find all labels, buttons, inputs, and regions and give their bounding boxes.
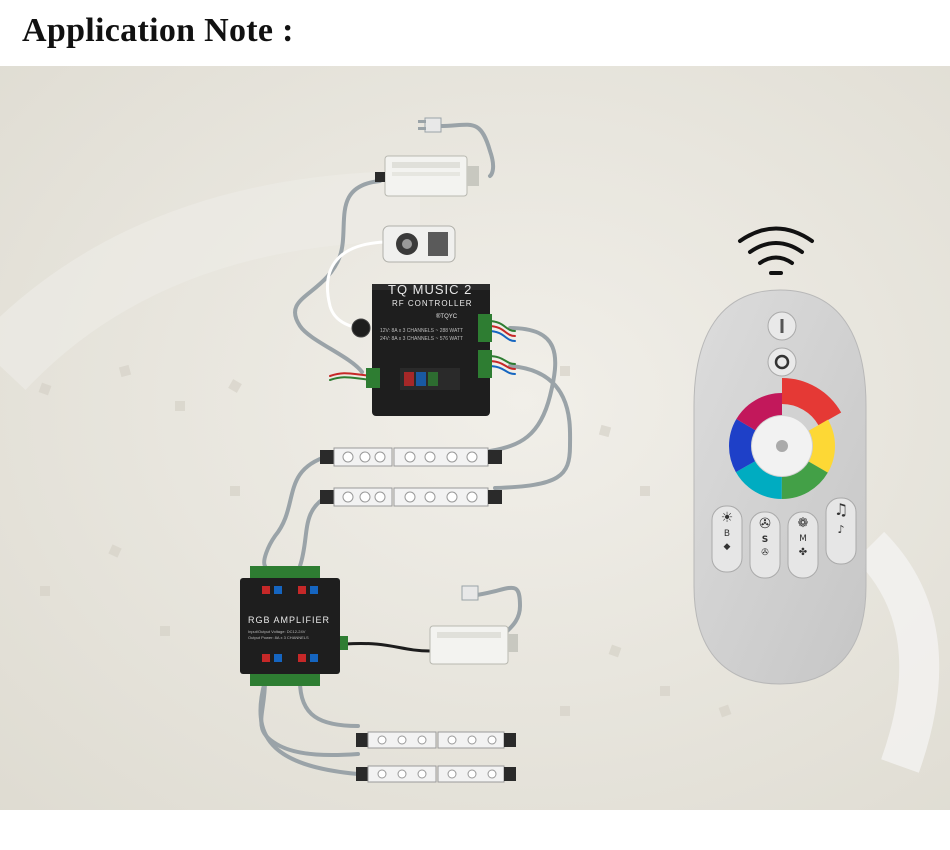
power-plug-top <box>418 117 442 133</box>
music-volume-icon: ♪ <box>837 523 845 536</box>
remote-button-label: S <box>761 535 769 545</box>
controller-spec-1: 12V: 8A x 3 CHANNELS ~ 288 WATT <box>380 328 464 334</box>
remote-button-label: B <box>723 529 731 539</box>
remote-button-mode[interactable]: ❁ M ✤ <box>788 512 818 578</box>
led-strip-upper-1 <box>320 447 502 467</box>
music-sensor <box>382 225 456 263</box>
decor-squares <box>38 364 732 718</box>
page-title: Application Note : <box>22 12 294 49</box>
cables <box>258 122 573 776</box>
diamond-icon: ◆ <box>723 542 731 552</box>
amplifier-name: RGB AMPLIFIER <box>248 615 331 625</box>
controller-subtitle: RF CONTROLLER <box>392 299 473 308</box>
wireless-signal-icon <box>738 226 814 275</box>
mode-small-icon: ✤ <box>798 547 808 558</box>
led-strip-upper-2 <box>320 487 502 507</box>
remote-button-label: M <box>799 534 807 544</box>
amplifier-spec-1: Input/Output Voltage: DC12-24V <box>248 629 306 634</box>
speed-small-icon: ✇ <box>761 548 769 558</box>
diagram-canvas <box>0 66 950 810</box>
remote-button-brightness[interactable]: ☀ B ◆ <box>712 506 742 572</box>
controller-name: TQ MUSIC 2 <box>388 282 473 297</box>
led-strip-lower-1 <box>356 731 516 749</box>
wiring-diagram-photo: TQ MUSIC 2 RF CONTROLLER ®TQYC 12V: 8A x… <box>0 66 950 810</box>
speed-icon: ✇ <box>759 516 771 532</box>
remote-button-music[interactable]: ♫ ♪ <box>826 498 856 564</box>
amplifier-spec-2: Output Power: 8A x 3 CHANNELS <box>248 635 309 640</box>
controller-spec-2: 24V: 8A x 3 CHANNELS ~ 576 WATT <box>380 336 464 342</box>
tq-music-controller <box>351 284 492 416</box>
controller-brand: ®TQYC <box>436 314 458 320</box>
power-supply-2 <box>429 585 518 665</box>
music-note-icon: ♫ <box>833 500 849 519</box>
color-wheel-icon <box>714 378 850 514</box>
led-strip-lower-2 <box>356 765 516 783</box>
remote-button-speed[interactable]: ✇ S ✇ <box>750 512 780 578</box>
brightness-icon: ☀ <box>720 510 734 526</box>
rf-remote-control <box>693 289 867 685</box>
mode-icon: ❁ <box>797 516 809 531</box>
power-supply-1 <box>375 155 479 197</box>
rgb-amplifier <box>240 566 348 686</box>
